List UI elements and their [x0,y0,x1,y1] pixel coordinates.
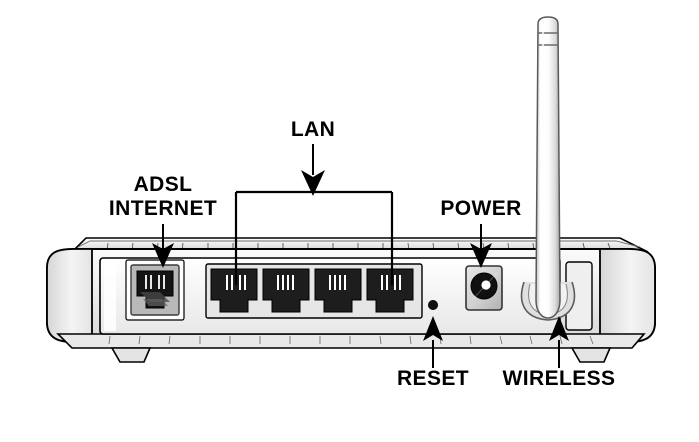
callout-lan [234,144,394,285]
label-lan: LAN [291,118,335,141]
callout-power [470,224,492,268]
lan-port-group[interactable] [205,263,423,319]
label-adsl-line1: ADSL [134,173,193,196]
adsl-port[interactable] [125,259,185,321]
router-body [46,237,656,363]
reset-button[interactable] [427,299,438,310]
lan-port-3[interactable] [314,268,362,313]
router-foot-right [570,347,612,363]
lan-port-4[interactable] [366,268,414,313]
label-reset: RESET [397,367,469,390]
power-jack[interactable] [465,265,503,311]
label-adsl-line2: INTERNET [109,197,217,220]
callout-wireless [549,316,569,368]
router-foot-left [110,347,152,363]
label-wireless: WIRELESS [503,367,616,390]
antenna-rod[interactable] [535,16,561,319]
callout-reset [423,316,443,368]
lan-port-2[interactable] [262,268,310,313]
label-power: POWER [440,197,521,220]
callout-adsl-internet [152,224,174,268]
lan-port-1[interactable] [210,268,258,313]
